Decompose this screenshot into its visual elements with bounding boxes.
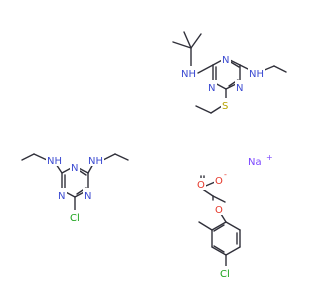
- simazine-ring-n-left-label: N: [58, 191, 65, 202]
- terbutryn-nh-right-label: NH: [249, 69, 264, 80]
- terbutryn-nh-left-label: NH: [181, 69, 196, 80]
- simazine-nh-left-label: NH: [47, 156, 62, 167]
- terbutryn-ring-n-right-label: N: [236, 83, 243, 94]
- mcpa-chlorine-label: Cl: [220, 269, 230, 280]
- anion-oxygen-label: O: [215, 176, 223, 187]
- mcpa-sodium-molecule: Na + O O - O Cl: [196, 153, 273, 280]
- terbutryn-ring-n-left-label: N: [208, 83, 215, 94]
- sodium-label: Na: [248, 157, 262, 168]
- terbutryn-molecule: NH N N N NH S: [172, 31, 287, 114]
- carbonyl-oxygen-label: O: [197, 180, 205, 191]
- anion-oxygen-charge: -: [224, 170, 227, 179]
- simazine-chlorine-label: Cl: [70, 213, 80, 224]
- terbutryn-ring-n-top-label: N: [222, 55, 229, 66]
- molecule-drawing: NH N N N NH S NH: [21, 31, 287, 280]
- simazine-molecule: NH NH N N N Cl: [21, 153, 129, 224]
- sodium-charge: +: [266, 153, 273, 162]
- simazine-nh-right-label: NH: [88, 156, 103, 167]
- terbutryn-sulfur-label: S: [222, 101, 228, 112]
- chemical-structure-canvas: NH N N N NH S NH: [21, 31, 287, 280]
- simazine-ring-n-right-label: N: [84, 191, 91, 202]
- ether-oxygen-label: O: [215, 205, 223, 216]
- simazine-ring-n-mid-label: N: [71, 163, 78, 174]
